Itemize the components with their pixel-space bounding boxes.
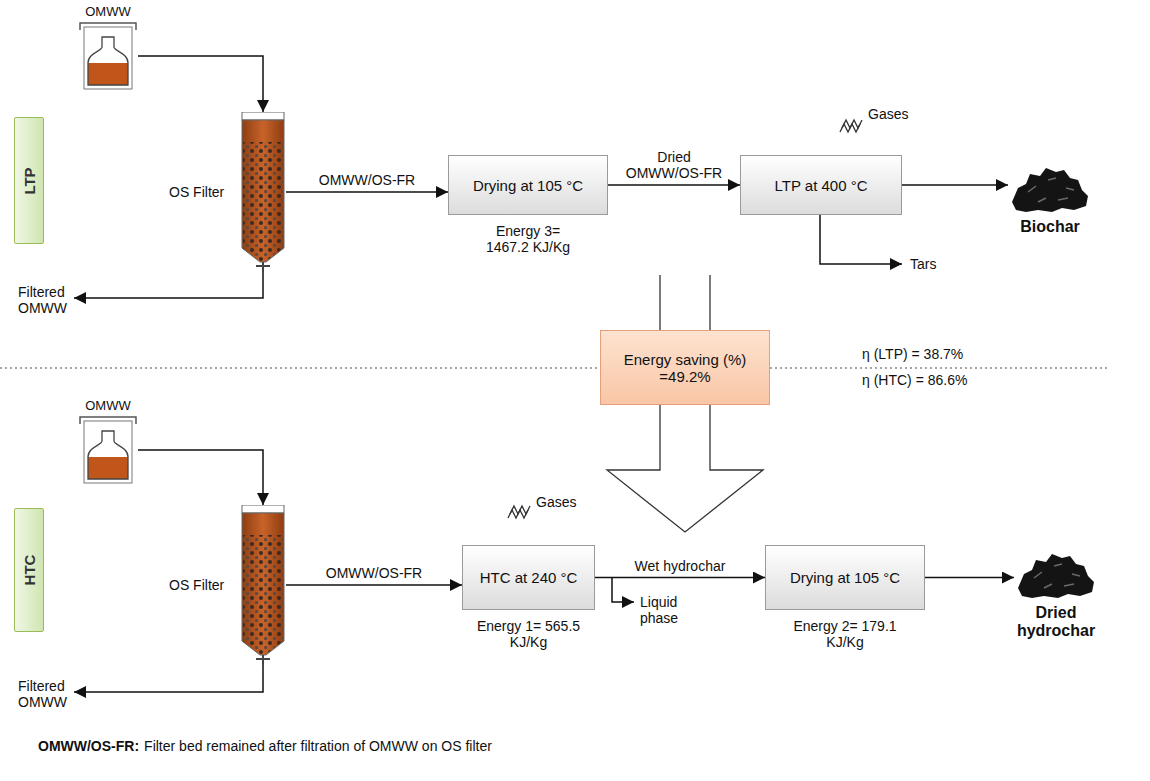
process-box: LTP at 400 °C — [740, 155, 902, 215]
output-label: Liquid phase — [640, 594, 690, 626]
outlet-label: Filtered OMWW — [18, 678, 70, 710]
gas-label: Gases — [536, 494, 576, 510]
outlet-arrow — [74, 665, 263, 692]
saving-arrow-shaft — [659, 275, 660, 331]
process-box: HTC at 240 °C Energy 1= 565.5 KJ/Kg — [462, 545, 595, 650]
filter-column: OS Filter — [165, 112, 290, 272]
filter-icon — [240, 112, 286, 272]
tars-arrow — [820, 215, 902, 264]
saving-box: Energy saving (%) =49.2% — [600, 330, 770, 405]
container-label: OMWW — [70, 398, 146, 413]
flow-label: Wet hydrochar — [608, 558, 752, 574]
filter-label: OS Filter — [165, 184, 240, 200]
process-shape: Drying at 105 °C — [765, 545, 925, 610]
saving-shape: Energy saving (%) =49.2% — [600, 330, 770, 405]
feed-container: OMWW — [70, 4, 146, 91]
footnote-term: OMWW/OS-FR: — [38, 738, 139, 754]
filter-label: OS Filter — [165, 577, 240, 593]
gas-label: Gases — [868, 106, 908, 122]
footnote-text: Filter bed remained after filtration of … — [144, 738, 492, 754]
product-label: Dried hydrochar — [1014, 604, 1098, 640]
process-box: Drying at 105 °C Energy 3= 1467.2 KJ/Kg — [448, 155, 608, 255]
efficiency-label: η (HTC) = 86.6% — [862, 372, 967, 388]
process-shape: HTC at 240 °C — [462, 545, 595, 610]
efficiency-label: η (LTP) = 38.7% — [862, 346, 963, 362]
flow-arrow — [286, 191, 448, 193]
filter-icon — [240, 505, 286, 665]
box-text: HTC at 240 °C — [480, 569, 578, 586]
container-icon — [78, 415, 138, 485]
process-band: LTP — [14, 117, 44, 244]
band-label: LTP — [21, 167, 38, 194]
flow-arrow — [595, 577, 765, 579]
char-icon — [1014, 548, 1098, 600]
box-text: LTP at 400 °C — [775, 177, 868, 194]
saving-arrow-shaft — [709, 275, 710, 331]
char-icon — [1008, 162, 1092, 214]
product-icon: Biochar — [996, 162, 1104, 236]
product-icon: Dried hydrochar — [996, 548, 1116, 640]
process-box: Drying at 105 °C Energy 2= 179.1 KJ/Kg — [765, 545, 925, 650]
outlet-label: Filtered OMWW — [18, 284, 70, 316]
flow-arrow — [138, 56, 263, 112]
product-label: Biochar — [1008, 218, 1092, 236]
energy-note: Energy 2= 179.1 KJ/Kg — [790, 618, 900, 650]
flow-arrow — [608, 184, 740, 186]
box-text: Drying at 105 °C — [473, 177, 583, 194]
filter-column: OS Filter — [165, 505, 290, 665]
energy-note: Energy 1= 565.5 KJ/Kg — [474, 618, 584, 650]
liquid-arrow — [612, 577, 634, 602]
outlet-arrow — [74, 272, 263, 298]
box-text: Drying at 105 °C — [790, 569, 900, 586]
flow-label: Dried OMWW/OS-FR — [622, 149, 726, 181]
process-shape: LTP at 400 °C — [740, 155, 902, 215]
gas-symbol — [842, 120, 862, 128]
container-icon — [78, 21, 138, 91]
band-label: HTC — [21, 555, 38, 586]
saving-arrow-head — [607, 404, 763, 532]
feed-container: OMWW — [70, 398, 146, 485]
process-band: HTC — [14, 508, 44, 632]
divider-line — [0, 367, 1110, 369]
container-label: OMWW — [70, 4, 146, 19]
gas-symbol — [510, 506, 530, 514]
output-label: Tars — [910, 256, 936, 272]
flow-arrow — [138, 450, 263, 505]
box-text: Energy saving (%) =49.2% — [609, 351, 761, 385]
flow-arrow — [902, 184, 1008, 186]
flow-label: OMWW/OS-FR — [305, 172, 429, 188]
flow-arrow — [925, 577, 1014, 579]
process-shape: Drying at 105 °C — [448, 155, 608, 215]
energy-note: Energy 3= 1467.2 KJ/Kg — [473, 223, 583, 255]
flow-label: OMWW/OS-FR — [312, 565, 436, 581]
flow-arrow — [286, 584, 462, 586]
